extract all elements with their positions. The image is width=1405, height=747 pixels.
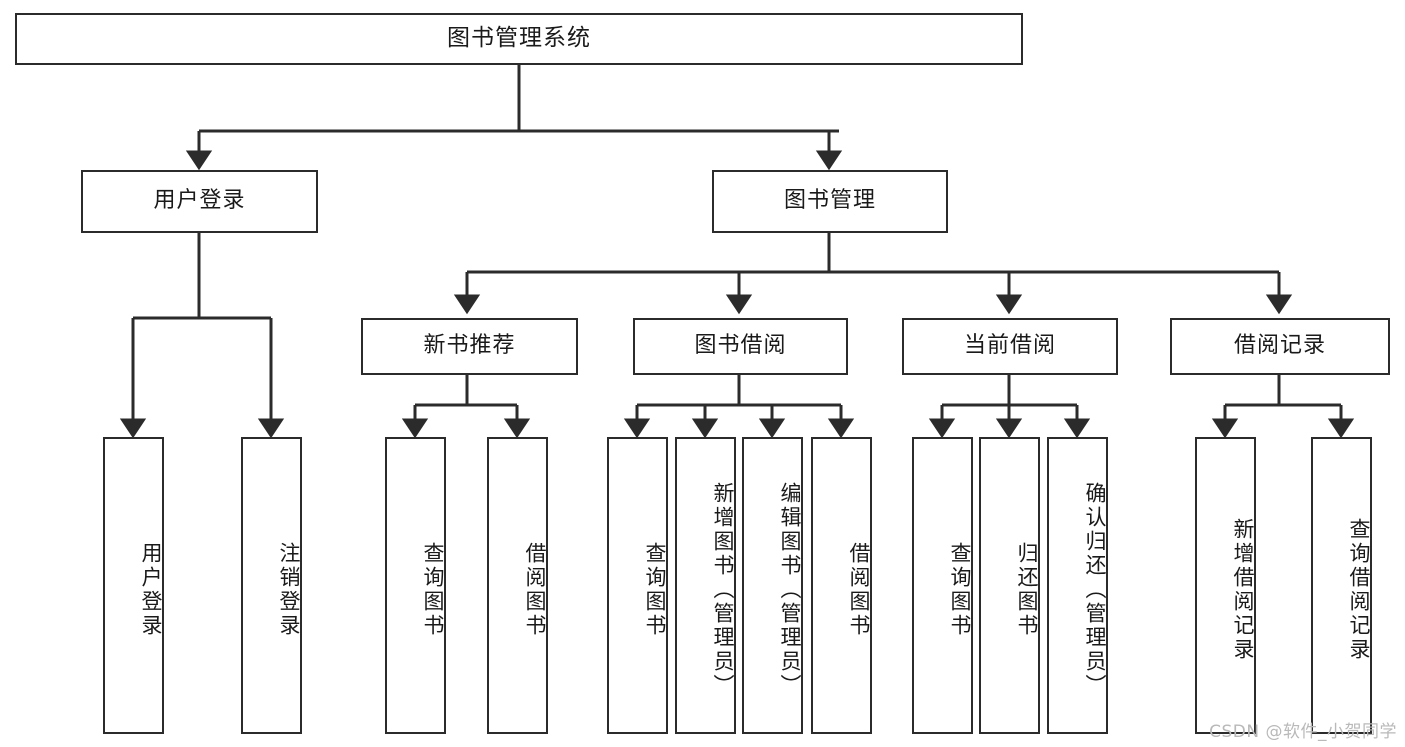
node-borrow-record[interactable]: 借阅记录 (1170, 318, 1390, 375)
node-label: 用户登录 (139, 541, 163, 638)
leaf-current-borrow-query[interactable]: 查询图书 (912, 437, 973, 734)
node-label: 新书推荐 (423, 333, 516, 359)
leaf-new-book-query[interactable]: 查询图书 (385, 437, 446, 734)
node-root-system[interactable]: 图书管理系统 (15, 13, 1023, 65)
leaf-new-book-borrow[interactable]: 借阅图书 (487, 437, 548, 734)
node-label: 借阅图书 (523, 541, 547, 638)
leaf-user-login-logout[interactable]: 注销登录 (241, 437, 302, 734)
node-new-book-recommend[interactable]: 新书推荐 (361, 318, 578, 375)
leaf-user-login-login[interactable]: 用户登录 (103, 437, 164, 734)
leaf-book-borrow-borrow[interactable]: 借阅图书 (811, 437, 872, 734)
node-label: 图书管理系统 (447, 25, 591, 52)
leaf-book-borrow-add[interactable]: 新增图书（管理员） (675, 437, 736, 734)
node-label: 确认归还（管理员） (1083, 481, 1107, 698)
node-book-borrow[interactable]: 图书借阅 (633, 318, 848, 375)
leaf-current-borrow-return[interactable]: 归还图书 (979, 437, 1040, 734)
node-label: 查询图书 (421, 541, 445, 638)
node-label: 借阅图书 (847, 541, 871, 638)
csdn-watermark: CSDN @软件_小贺同学 (1209, 722, 1397, 742)
leaf-book-borrow-edit[interactable]: 编辑图书（管理员） (742, 437, 803, 734)
node-user-login[interactable]: 用户登录 (81, 170, 318, 233)
node-label: 当前借阅 (963, 333, 1056, 359)
node-label: 新增借阅记录 (1231, 517, 1255, 662)
node-label: 图书管理 (783, 188, 876, 214)
node-label: 图书借阅 (694, 333, 787, 359)
leaf-book-borrow-query[interactable]: 查询图书 (607, 437, 668, 734)
leaf-current-borrow-confirm-return[interactable]: 确认归还（管理员） (1047, 437, 1108, 734)
node-label: 借阅记录 (1233, 333, 1326, 359)
node-label: 编辑图书（管理员） (778, 481, 802, 698)
node-label: 查询图书 (948, 541, 972, 638)
node-current-borrow[interactable]: 当前借阅 (902, 318, 1118, 375)
node-label: 归还图书 (1015, 541, 1039, 638)
node-label: 注销登录 (277, 541, 301, 638)
leaf-borrow-record-add[interactable]: 新增借阅记录 (1195, 437, 1256, 734)
node-book-management[interactable]: 图书管理 (712, 170, 948, 233)
node-label: 用户登录 (153, 188, 246, 214)
node-label: 查询借阅记录 (1347, 517, 1371, 662)
node-label: 查询图书 (643, 541, 667, 638)
node-label: 新增图书（管理员） (711, 481, 735, 698)
leaf-borrow-record-query[interactable]: 查询借阅记录 (1311, 437, 1372, 734)
